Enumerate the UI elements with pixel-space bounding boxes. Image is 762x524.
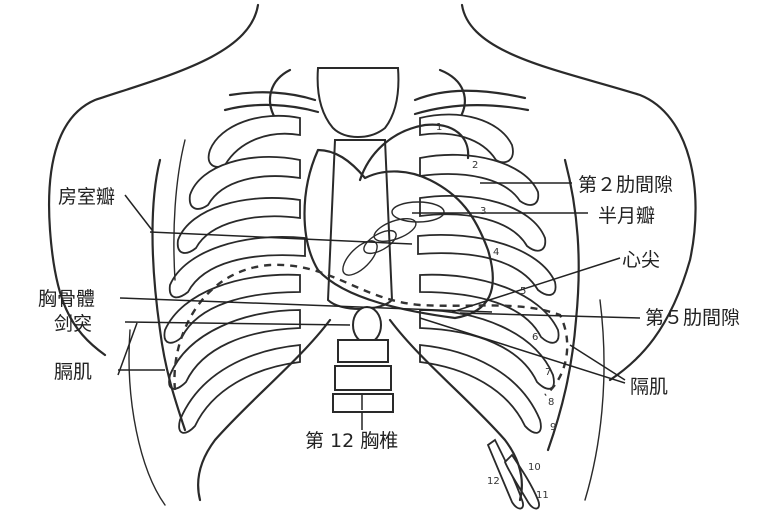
label-thoracic-vertebra-12: 第 12 胸椎 — [305, 430, 398, 452]
rib-number-11: 11 — [536, 490, 549, 501]
rib-number-9: 9 — [550, 422, 556, 433]
sternal-body — [328, 140, 392, 309]
label-intercostal-2: 第２肋間隙 — [578, 174, 673, 196]
label-intercostal-5: 第５肋間隙 — [645, 307, 740, 329]
rib-number-10: 10 — [528, 462, 541, 473]
rib-number-4: 4 — [493, 247, 499, 258]
manubrium — [318, 68, 399, 137]
rib-number-3: 3 — [480, 206, 486, 217]
rib-number-12: 12 — [487, 476, 500, 487]
rib-number-2: 2 — [472, 160, 478, 171]
label-diaphragm-right: 隔肌 — [630, 376, 668, 398]
rib-number-7: 7 — [545, 367, 551, 378]
label-semilunar-valve: 半月瓣 — [598, 205, 655, 227]
label-apex: 心尖 — [622, 249, 660, 271]
rib-number-1: 1 — [436, 122, 442, 133]
spine — [333, 340, 393, 412]
label-sternal-body: 胸骨體 — [38, 288, 95, 310]
rib-number-8: 8 — [548, 397, 554, 408]
xiphoid-process — [353, 307, 381, 343]
label-xiphoid: 剑突 — [54, 313, 92, 335]
rib-number-6: 6 — [532, 332, 538, 343]
right-ribs — [418, 114, 579, 508]
label-diaphragm-left: 膈肌 — [54, 361, 92, 383]
label-atrioventricular-valve: 房室瓣 — [58, 186, 115, 208]
